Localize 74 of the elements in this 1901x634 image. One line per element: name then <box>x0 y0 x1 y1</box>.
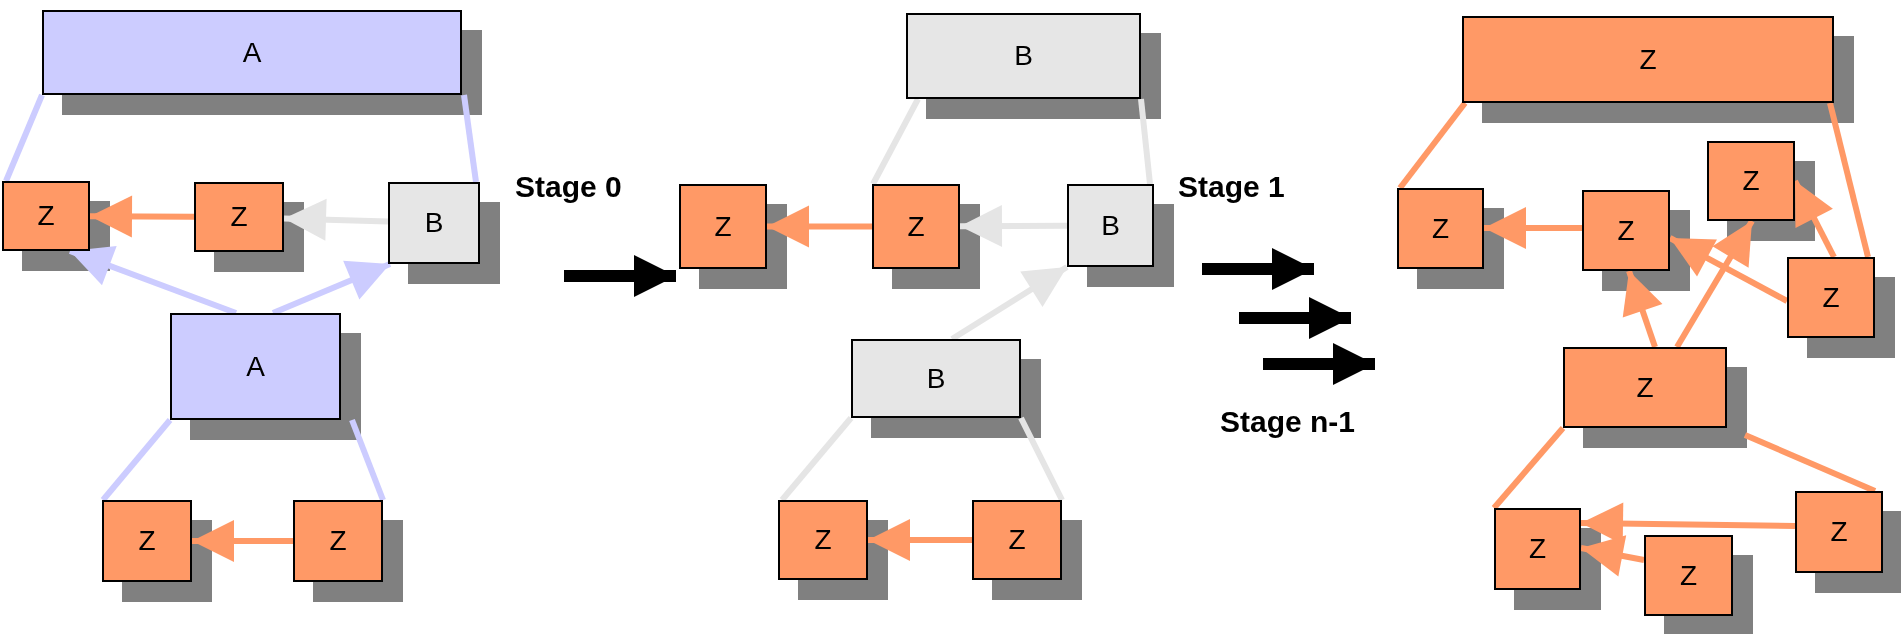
node-label: Z <box>814 524 832 556</box>
stage-label: Stage 0 <box>515 170 622 204</box>
node-label: Z <box>1431 212 1450 245</box>
node-label: Z <box>37 200 55 232</box>
process-box <box>872 184 960 269</box>
node-label: B <box>926 362 946 395</box>
node-label: Z <box>1742 165 1760 197</box>
stage-label: Stage n-1 <box>1220 405 1356 439</box>
arrow <box>1668 235 1789 304</box>
arrow <box>1484 207 1582 249</box>
process-box <box>170 313 341 420</box>
connector-line <box>870 97 921 186</box>
arrow <box>950 264 1069 342</box>
process-box <box>2 181 90 251</box>
arrow <box>868 519 972 561</box>
process-box <box>1582 190 1670 271</box>
arrow <box>68 246 238 316</box>
process-box <box>1397 188 1484 269</box>
process-box <box>1462 16 1834 103</box>
process-box <box>194 182 284 252</box>
connector-line <box>1397 101 1468 190</box>
arrow <box>1792 179 1837 259</box>
node-label: B <box>424 207 444 239</box>
arrow <box>1622 270 1663 348</box>
arrow <box>960 205 1068 248</box>
process-box <box>851 339 1021 418</box>
node-label: A <box>242 36 262 69</box>
arrow <box>283 198 389 241</box>
process-box <box>1795 491 1883 573</box>
node-label: Z <box>1639 43 1657 76</box>
node-label: Z <box>138 525 156 557</box>
process-box <box>778 500 868 580</box>
node-label: B <box>1014 40 1033 72</box>
process-box <box>293 500 383 582</box>
node-label: Z <box>230 201 248 233</box>
node-label: Z <box>1008 524 1026 556</box>
process-box <box>906 13 1141 99</box>
node-label: A <box>246 350 265 383</box>
node-label: Z <box>1528 533 1547 565</box>
process-box <box>1644 535 1733 616</box>
node-label: Z <box>1636 371 1654 404</box>
process-box <box>1563 347 1727 428</box>
process-box <box>388 182 480 264</box>
node-label: Z <box>1617 214 1635 247</box>
node-label: Z <box>1679 559 1698 592</box>
connector-line <box>3 93 45 183</box>
process-box <box>1707 141 1795 221</box>
connector-line <box>461 94 479 183</box>
arrow <box>1674 219 1755 349</box>
process-box <box>42 10 462 95</box>
process-box <box>679 184 767 269</box>
arrow <box>271 260 392 316</box>
connector-line <box>1491 426 1566 510</box>
process-box <box>1787 257 1875 338</box>
process-box <box>1494 508 1581 590</box>
node-label: Z <box>1830 516 1848 548</box>
process-box <box>1067 184 1154 267</box>
stage-label: Stage 1 <box>1178 170 1285 204</box>
node-label: Z <box>907 210 925 243</box>
arrow <box>767 205 872 248</box>
connector-line <box>1827 102 1871 258</box>
node-label: Z <box>329 525 347 557</box>
connector-line <box>1743 432 1877 494</box>
node-label: B <box>1101 209 1120 242</box>
arrow <box>1580 535 1645 577</box>
connector-line <box>100 418 173 502</box>
node-label: Z <box>714 210 732 243</box>
connector-line <box>779 416 854 502</box>
arrow <box>90 195 195 238</box>
arrow <box>192 520 293 562</box>
node-label: Z <box>1822 281 1840 314</box>
connector-line <box>1138 98 1153 185</box>
process-box <box>102 500 192 582</box>
process-box <box>972 500 1062 580</box>
